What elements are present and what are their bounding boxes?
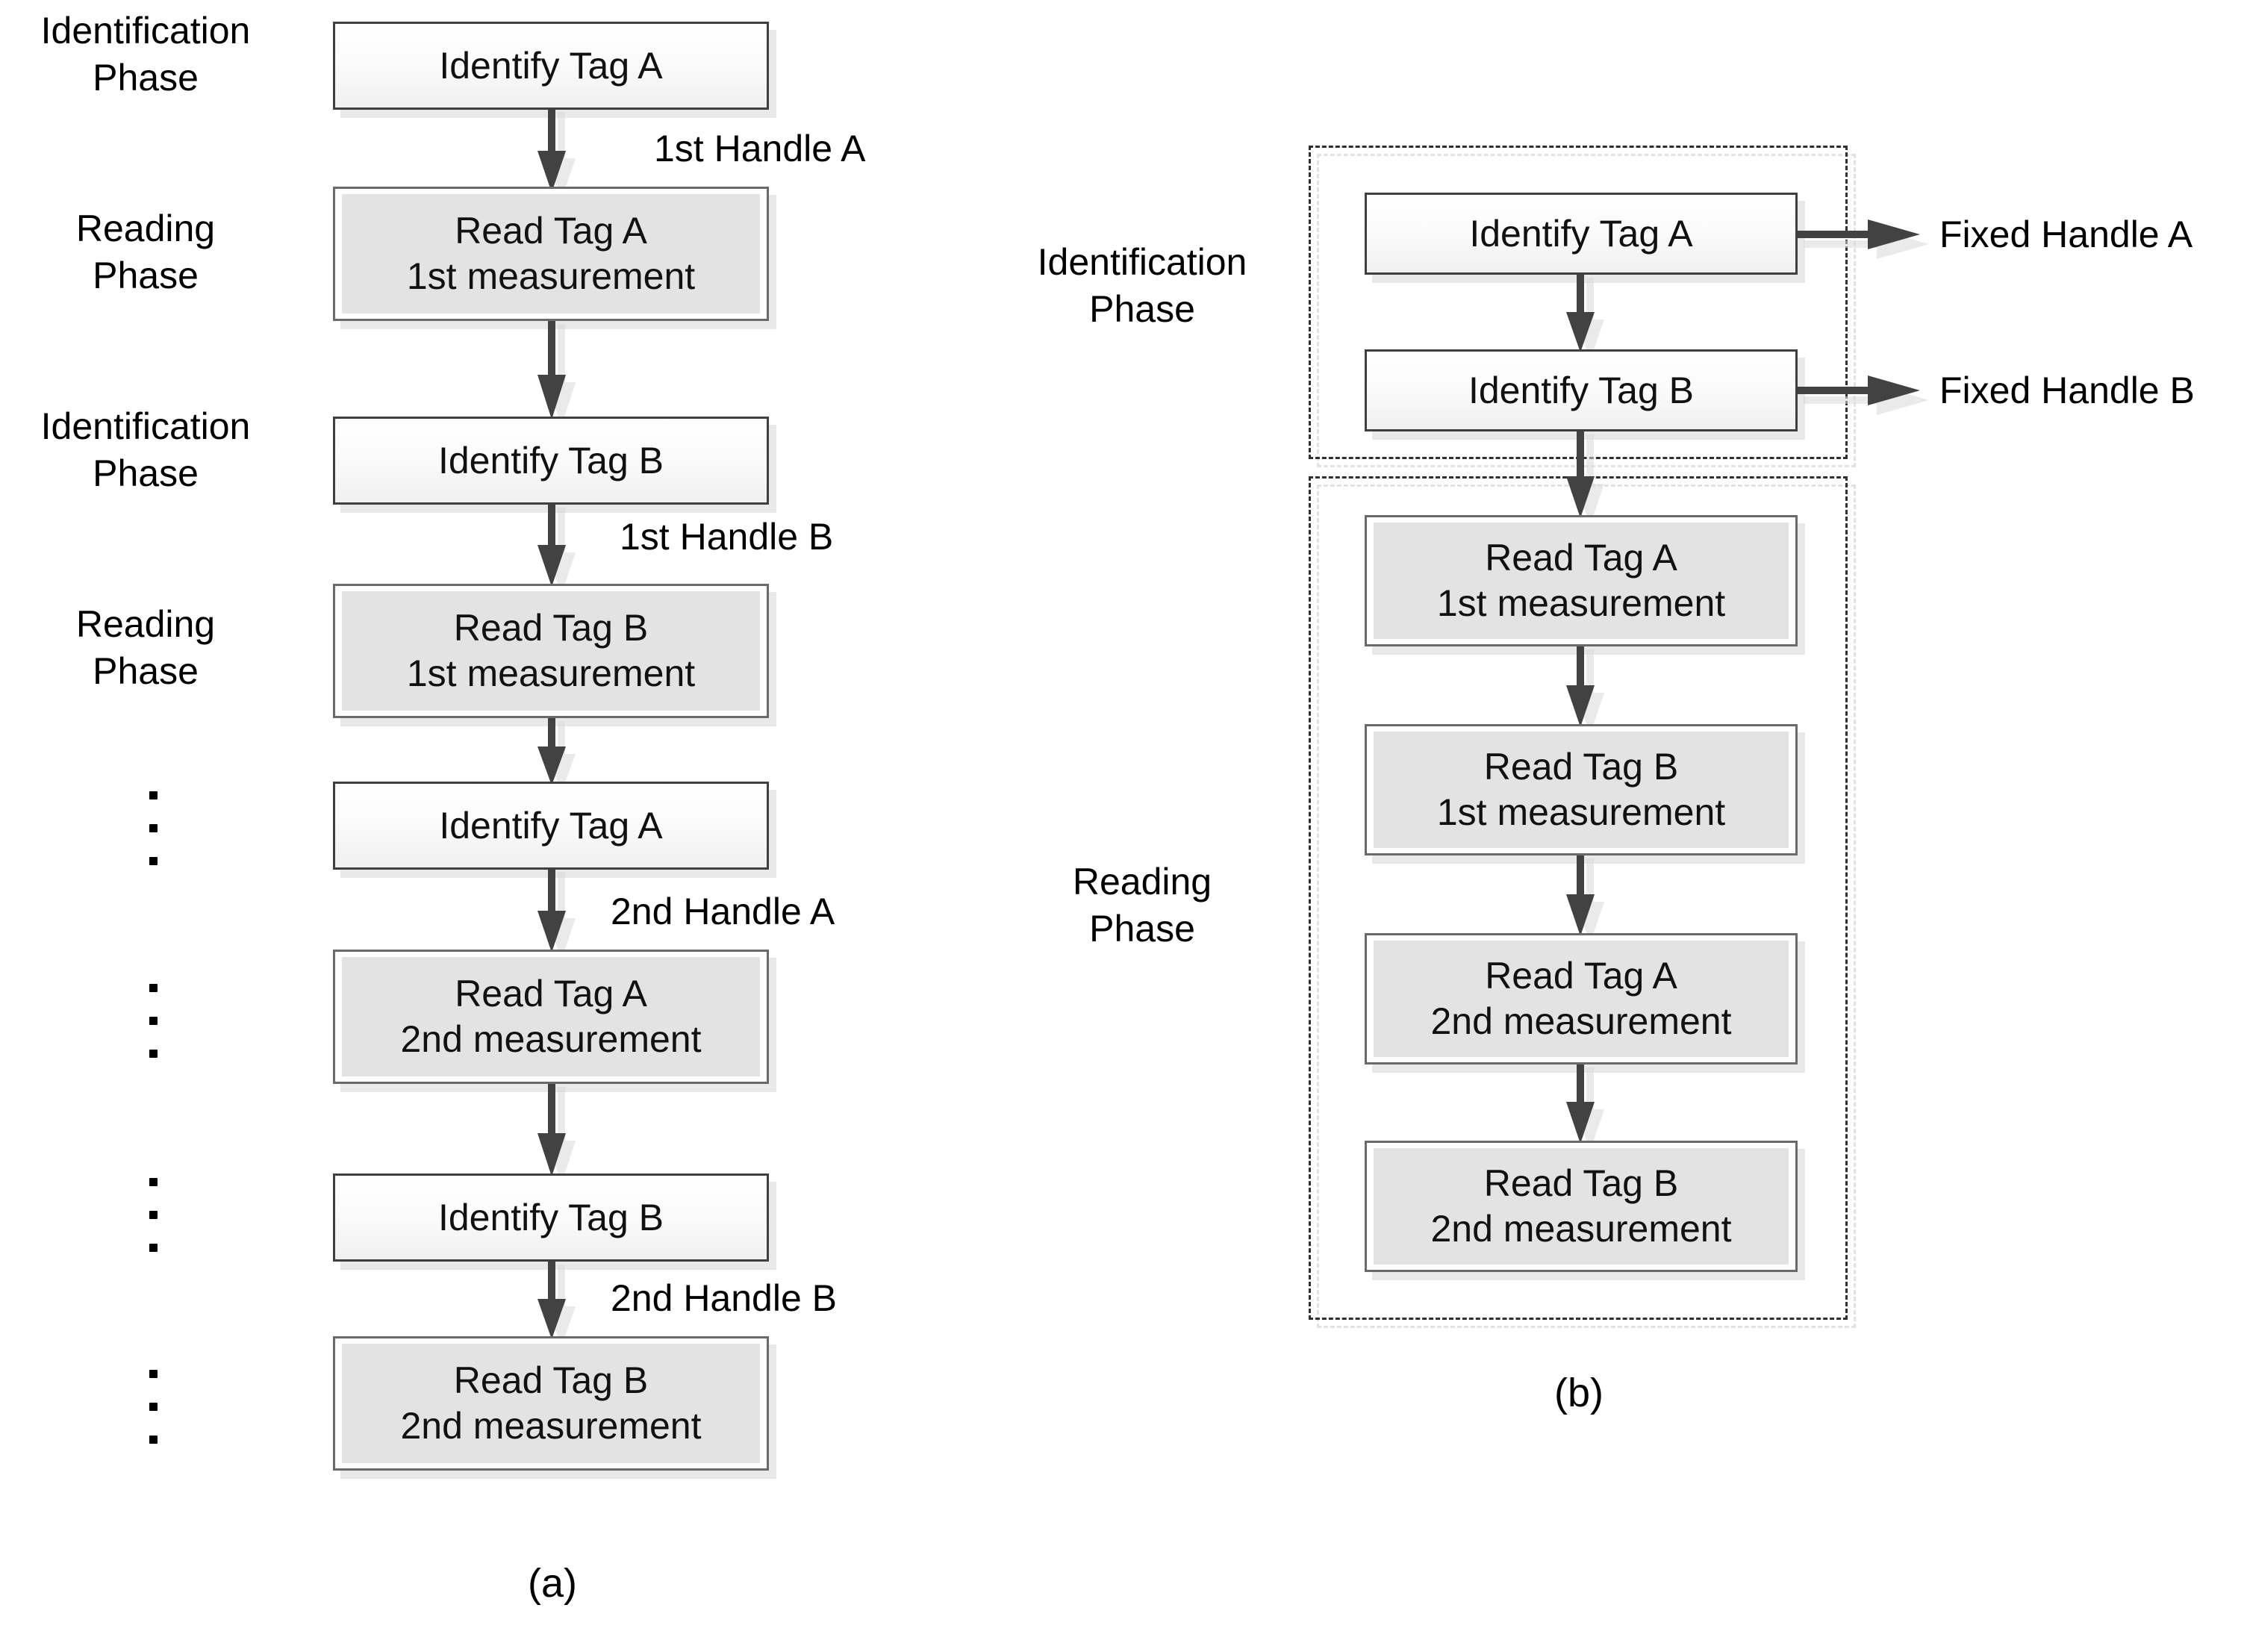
node-line-1: Identify Tag B: [437, 439, 664, 481]
panel-b-arrow-1: [1559, 270, 1604, 360]
node-line-1: Identify Tag B: [437, 1196, 664, 1238]
box-face: [1365, 724, 1798, 855]
panel-b-node-read-tag-b-1st[interactable]: Read Tag B 1st measurement: [1365, 724, 1805, 864]
panel-b-output-label-fixed-handle-b: Fixed Handle B: [1939, 370, 2195, 411]
panel-a-arrow-2: [530, 317, 576, 427]
node-line-1: Read Tag A: [455, 210, 647, 252]
panel-a-arrow-3: [530, 500, 576, 594]
panel-a-node-identify-tag-a-1[interactable]: Identify Tag A: [333, 22, 776, 118]
panel-a-edge-label-1st-handle-a: 1st Handle A: [654, 128, 866, 169]
box-face: [1365, 515, 1798, 646]
panel-b-arrow-5: [1559, 1060, 1604, 1151]
panel-a-ellipsis-4: [149, 1370, 160, 1444]
panel-b-node-read-tag-b-2nd[interactable]: Read Tag B 2nd measurement: [1365, 1141, 1805, 1280]
node-line-2: 2nd measurement: [400, 1405, 702, 1447]
panel-a-edge-label-1st-handle-b: 1st Handle B: [620, 516, 834, 558]
panel-b-node-read-tag-a-2nd[interactable]: Read Tag A 2nd measurement: [1365, 933, 1805, 1073]
box-face: [333, 584, 769, 718]
panel-a-ellipsis-2: [149, 984, 160, 1058]
box-face: [333, 22, 769, 110]
node-line-1: Read Tag B: [453, 1359, 649, 1401]
node-line-1: Read Tag A: [455, 973, 647, 1014]
panel-b-node-identify-tag-b[interactable]: Identify Tag B: [1365, 349, 1805, 440]
panel-a-node-read-tag-a-1st[interactable]: Read Tag A 1st measurement: [333, 187, 776, 329]
panel-a-node-identify-tag-b-1[interactable]: Identify Tag B: [333, 417, 776, 513]
panel-b-output-label-fixed-handle-a: Fixed Handle A: [1939, 213, 2193, 255]
panel-a-node-read-tag-b-2nd[interactable]: Read Tag B 2nd measurement: [333, 1336, 776, 1479]
box-face: [333, 950, 769, 1084]
panel-a-edge-label-2nd-handle-b: 2nd Handle B: [611, 1277, 838, 1319]
panel-a-arrow-7: [530, 1257, 576, 1347]
panel-b-arrow-3: [1559, 642, 1604, 735]
panel-a-node-read-tag-a-2nd[interactable]: Read Tag A 2nd measurement: [333, 950, 776, 1092]
panel-a-edge-label-2nd-handle-a: 2nd Handle A: [611, 891, 835, 932]
box-face: [333, 782, 769, 870]
panel-b-arrow-4: [1559, 851, 1604, 944]
panel-b-node-read-tag-a-1st[interactable]: Read Tag A 1st measurement: [1365, 515, 1805, 655]
panel-a-node-read-tag-b-1st[interactable]: Read Tag B 1st measurement: [333, 584, 776, 726]
box-face: [333, 1173, 769, 1262]
panel-a-node-identify-tag-a-2[interactable]: Identify Tag A: [333, 782, 776, 878]
node-line-1: Read Tag A: [1485, 537, 1677, 579]
node-line-2: 2nd measurement: [1430, 1208, 1732, 1250]
panel-a-phase-label-3: Identification Phase: [40, 405, 251, 494]
panel-b-phase-label-1: Identification Phase: [1037, 241, 1247, 330]
panel-a-ellipsis-3: [149, 1178, 160, 1252]
box-face: [333, 187, 769, 321]
panel-a-node-identify-tag-b-2[interactable]: Identify Tag B: [333, 1173, 776, 1270]
node-line-1: Identify Tag A: [1469, 212, 1693, 255]
node-line-1: Read Tag B: [1483, 1162, 1679, 1204]
panel-a-ellipsis-1: [149, 791, 160, 865]
node-line-1: Identify Tag B: [1468, 369, 1695, 411]
box-face: [1365, 933, 1798, 1065]
node-line-2: 2nd measurement: [1430, 1000, 1732, 1042]
panel-b-output-arrow-a: [1795, 213, 1929, 259]
box-face: [1365, 193, 1798, 275]
node-line-2: 2nd measurement: [400, 1018, 702, 1060]
panel-a-phase-label-2: Reading Phase: [75, 208, 216, 296]
node-line-2: 1st measurement: [1436, 791, 1726, 833]
panel-a-arrow-5: [530, 864, 576, 960]
panel-a-phase-label-1: Identification Phase: [40, 10, 251, 99]
panel-b-output-arrow-b: [1795, 369, 1929, 415]
node-line-2: 1st measurement: [1436, 582, 1726, 624]
node-line-1: Read Tag B: [453, 607, 649, 649]
panel-a-arrow-1: [530, 105, 576, 200]
box-face: [333, 417, 769, 505]
panel-a-arrow-4: [530, 714, 576, 793]
node-line-1: Identify Tag A: [439, 804, 663, 847]
panel-a-phase-label-4: Reading Phase: [75, 603, 216, 692]
panel-a-arrow-6: [530, 1079, 576, 1184]
node-line-1: Identify Tag A: [439, 44, 663, 87]
panel-b-caption: (b): [1554, 1371, 1604, 1415]
node-line-2: 1st measurement: [406, 255, 696, 297]
box-face: [333, 1336, 769, 1471]
box-face: [1365, 1141, 1798, 1272]
panel-b-phase-label-2: Reading Phase: [1072, 861, 1212, 950]
panel-a-caption: (a): [528, 1561, 577, 1606]
panel-b-node-identify-tag-a[interactable]: Identify Tag A: [1365, 193, 1805, 283]
node-line-1: Read Tag A: [1485, 955, 1677, 997]
box-face: [1365, 349, 1798, 431]
node-line-1: Read Tag B: [1483, 746, 1679, 788]
panel-b-arrow-2: [1559, 427, 1604, 526]
node-line-2: 1st measurement: [406, 652, 696, 694]
